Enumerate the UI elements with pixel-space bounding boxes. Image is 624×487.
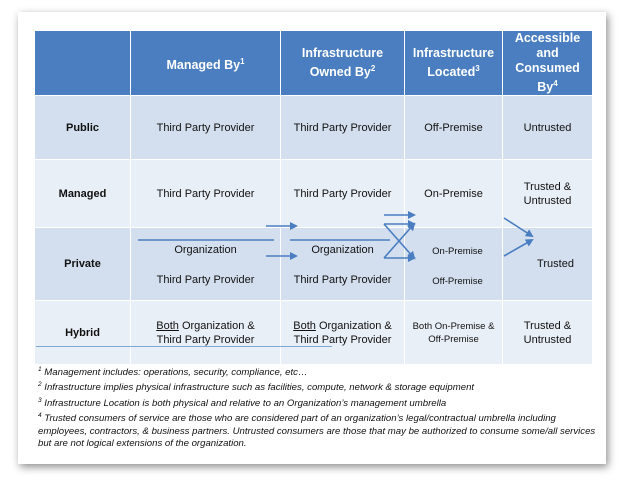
row-label-private: Private [34, 227, 131, 302]
footnote-3: 3 Infrastructure Location is both physic… [38, 396, 447, 409]
footnote-4: 4 Trusted consumers of service are those… [38, 412, 596, 449]
header-consumed: Accessible and Consumed By4 [502, 29, 593, 97]
hybrid-owned-by: Both Organization & Third Party Provider [280, 300, 405, 366]
footnotes: 1 Management includes: operations, secur… [38, 364, 598, 450]
hybrid-consumed-text: Trusted & Untrusted [523, 319, 572, 346]
header-owned-by: Infrastructure Owned By2 [280, 29, 405, 97]
private-located-on: On-Premise [432, 246, 483, 258]
hybrid-owned-rest: Organization & Third Party Provider [293, 319, 392, 346]
private-owned-by: Organization Third Party Provider [280, 227, 405, 302]
hybrid-located-text: Both On-Premise & Off-Premise [412, 320, 495, 345]
footnote-2: 2 Infrastructure implies physical infras… [38, 381, 475, 394]
managed-located: On-Premise [404, 159, 503, 229]
private-located: On-Premise Off-Premise [404, 227, 503, 302]
cloud-deployment-table: Managed By1 Infrastructure Owned By2 Inf… [34, 29, 593, 366]
hybrid-managed-by: Both Organization & Third Party Provider [130, 300, 281, 366]
managed-managed-by: Third Party Provider [130, 159, 281, 229]
hybrid-consumed: Trusted & Untrusted [502, 300, 593, 366]
slide-card: Managed By1 Infrastructure Owned By2 Inf… [18, 12, 606, 464]
header-row: Managed By1 Infrastructure Owned By2 Inf… [34, 29, 593, 97]
header-located: Infrastructure Located3 [404, 29, 503, 97]
hybrid-managed-both: Both [156, 319, 179, 332]
private-consumed-text: Trusted [537, 258, 574, 271]
row-hybrid: Hybrid Both Organization & Third Party P… [34, 300, 593, 366]
managed-consumed-text: Trusted & Untrusted [523, 180, 572, 207]
public-owned-by: Third Party Provider [280, 95, 405, 161]
public-located: Off-Premise [404, 95, 503, 161]
footnote-1: 1 Management includes: operations, secur… [38, 366, 308, 379]
row-public: Public Third Party Provider Third Party … [34, 95, 593, 161]
hybrid-managed-rest: Organization & Third Party Provider [156, 319, 255, 346]
row-label-public: Public [34, 95, 131, 161]
public-managed-by: Third Party Provider [130, 95, 281, 161]
public-consumed: Untrusted [502, 95, 593, 161]
private-owned-tpp: Third Party Provider [293, 274, 392, 287]
private-owned-org: Organization [311, 244, 374, 257]
managed-owned-by: Third Party Provider [280, 159, 405, 229]
hybrid-located: Both On-Premise & Off-Premise [404, 300, 503, 366]
footnote-separator [36, 346, 332, 347]
hybrid-owned-both: Both [293, 319, 316, 332]
row-managed: Managed Third Party Provider Third Party… [34, 159, 593, 229]
managed-consumed: Trusted & Untrusted [502, 159, 593, 229]
private-managed-tpp: Third Party Provider [156, 274, 255, 287]
private-managed-by: Organization Third Party Provider [130, 227, 281, 302]
private-consumed: Trusted [502, 227, 593, 302]
row-label-hybrid: Hybrid [34, 300, 131, 366]
private-managed-org: Organization [174, 244, 237, 257]
row-label-managed: Managed [34, 159, 131, 229]
header-corner [34, 29, 131, 97]
header-managed-by: Managed By1 [130, 29, 281, 97]
row-private: Private Organization Third Party Provide… [34, 227, 593, 302]
private-located-off: Off-Premise [432, 276, 483, 288]
